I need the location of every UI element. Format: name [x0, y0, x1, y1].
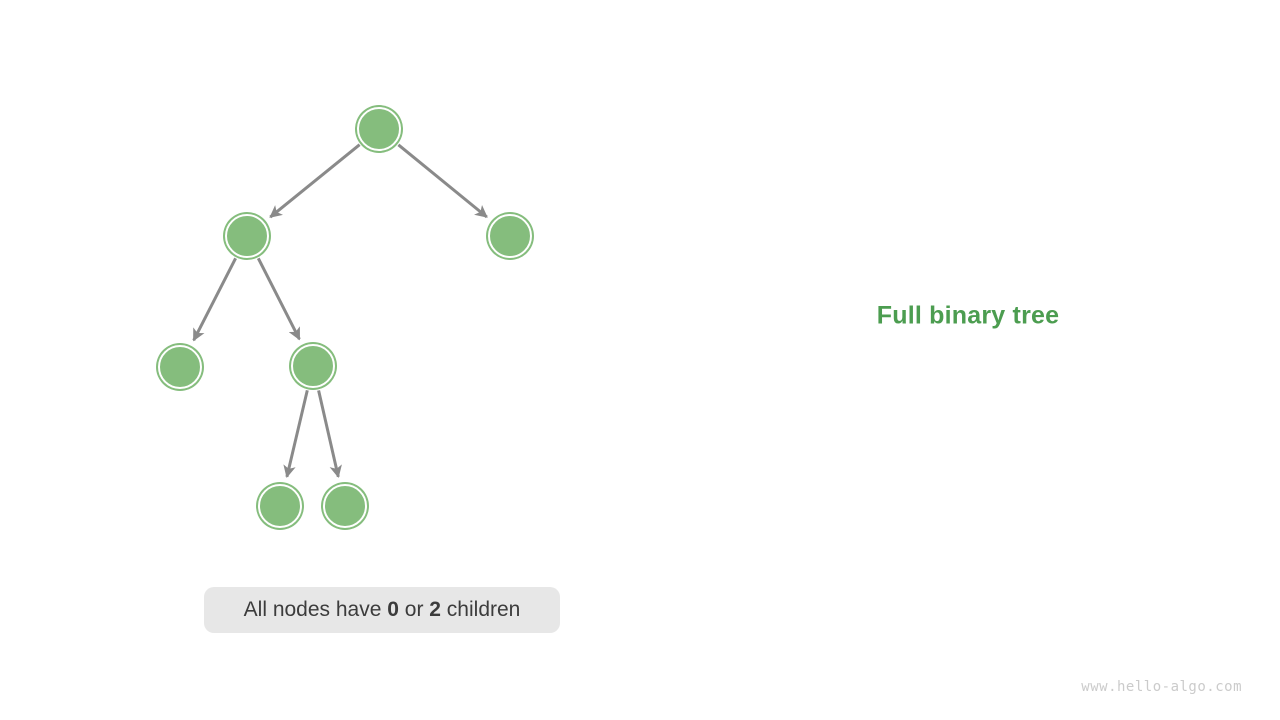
tree-node [156, 343, 204, 391]
caption-number-zero: 0 [387, 598, 399, 621]
watermark: www.hello-algo.com [1081, 679, 1242, 695]
tree-node [355, 105, 403, 153]
tree-edge [317, 390, 342, 479]
caption-pill: All nodes have 0 or 2 children [204, 587, 560, 633]
tree-node [223, 212, 271, 260]
tree-node [486, 212, 534, 260]
caption-number-two: 2 [429, 598, 441, 621]
tree-edge [269, 143, 361, 219]
caption-text-prefix: All nodes have [243, 598, 388, 621]
tree-edge [256, 257, 301, 341]
tree-edge [397, 143, 488, 219]
tree-node [256, 482, 304, 530]
caption-text-middle: or [398, 598, 430, 621]
tree-edge [192, 257, 237, 342]
tree-edge [283, 389, 309, 479]
caption-text-suffix: children [440, 598, 521, 621]
tree-node [289, 342, 337, 390]
figure-title: Full binary tree [876, 301, 1060, 330]
tree-node [321, 482, 369, 530]
